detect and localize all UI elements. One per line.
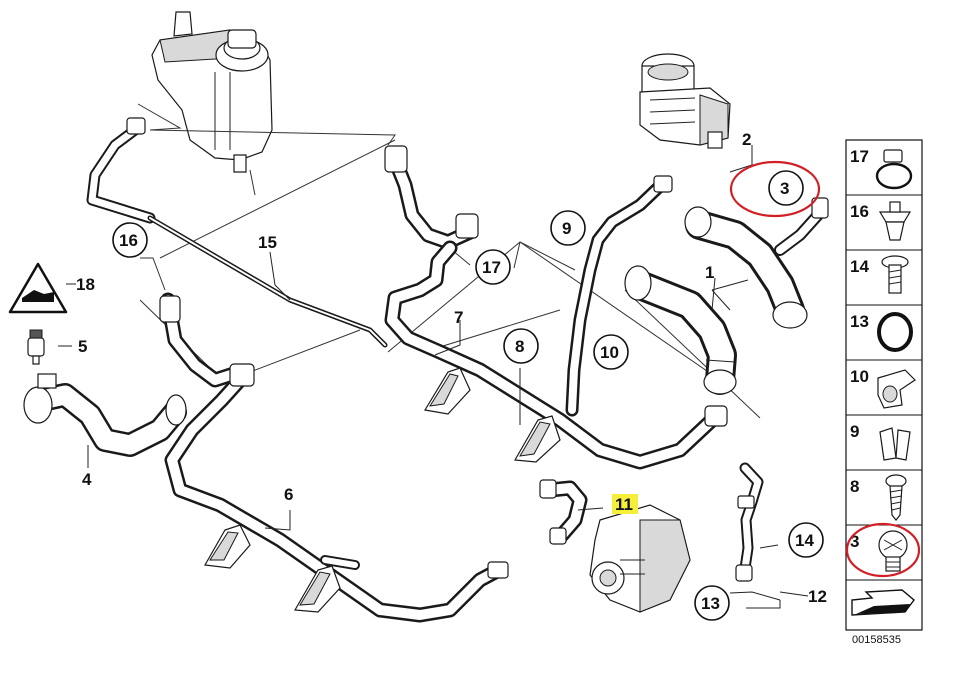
label-leaders <box>58 145 809 609</box>
svg-text:9: 9 <box>850 422 859 441</box>
svg-text:9: 9 <box>562 219 571 238</box>
svg-text:10: 10 <box>850 367 869 386</box>
red-marker-ring-legend <box>845 522 921 578</box>
svg-text:17: 17 <box>850 147 869 166</box>
label-15: 15 <box>258 233 277 252</box>
hose-7 <box>384 145 728 470</box>
label-14-circle: 14 <box>788 522 824 558</box>
legend-item-13: 13 <box>850 312 913 352</box>
warning-icon <box>8 262 68 314</box>
svg-text:13: 13 <box>850 312 869 331</box>
figure-number: 00158535 <box>852 634 901 646</box>
expanding-rivet-icon <box>878 211 912 223</box>
label-7: 7 <box>454 308 463 327</box>
label-4: 4 <box>82 470 92 489</box>
svg-text:4: 4 <box>82 470 92 489</box>
legend-arrow <box>851 589 915 616</box>
label-1: 1 <box>705 263 714 282</box>
svg-text:8: 8 <box>850 477 859 496</box>
legend-item-17: 17 <box>850 147 913 190</box>
label-2: 2 <box>742 130 751 149</box>
label-6: 6 <box>284 485 293 504</box>
screw-icon <box>885 474 907 488</box>
label-3-circle: 3 <box>729 160 821 218</box>
svg-text:11: 11 <box>615 495 633 514</box>
svg-text:2: 2 <box>742 130 751 149</box>
hose-14 <box>735 462 764 582</box>
expansion-tank <box>151 11 273 173</box>
svg-text:13: 13 <box>701 594 720 613</box>
legend-item-9: 9 <box>850 422 911 461</box>
hose-16 <box>86 117 388 348</box>
pump-11 <box>539 479 691 613</box>
svg-text:14: 14 <box>850 257 869 276</box>
svg-text:16: 16 <box>119 231 138 250</box>
hose-9 <box>565 175 673 417</box>
svg-text:15: 15 <box>258 233 277 252</box>
label-16-circle: 16 <box>112 222 148 258</box>
legend-item-16: 16 <box>850 201 912 241</box>
svg-text:1: 1 <box>705 263 714 282</box>
label-17-circle: 17 <box>475 249 511 285</box>
svg-text:6: 6 <box>284 485 293 504</box>
label-10-circle: 10 <box>593 334 629 370</box>
seal-ring-icon <box>877 312 913 352</box>
legend-item-14: 14 <box>850 255 909 294</box>
hose-6 <box>159 292 509 623</box>
svg-text:3: 3 <box>850 532 859 551</box>
svg-text:16: 16 <box>850 202 869 221</box>
svg-text:17: 17 <box>482 258 501 277</box>
label-12: 12 <box>808 587 827 606</box>
svg-text:18: 18 <box>76 275 95 294</box>
label-5: 5 <box>78 337 87 356</box>
svg-text:10: 10 <box>600 343 619 362</box>
svg-text:3: 3 <box>780 179 789 198</box>
legend-item-3: 3 <box>845 522 921 578</box>
svg-text:8: 8 <box>515 337 524 356</box>
red-marker-ring <box>729 160 821 218</box>
label-13-circle: 13 <box>694 585 730 621</box>
hose-1 <box>624 265 737 395</box>
hose-4 <box>23 373 187 457</box>
legend-item-10: 10 <box>850 367 916 409</box>
svg-text:14: 14 <box>795 531 814 550</box>
svg-text:5: 5 <box>78 337 87 356</box>
legend-column: 17 16 14 13 10 <box>845 139 923 631</box>
svg-text:12: 12 <box>808 587 827 606</box>
legend-item-8: 8 <box>850 474 907 521</box>
svg-text:7: 7 <box>454 308 463 327</box>
label-9-circle: 9 <box>550 210 586 246</box>
label-8-circle: 8 <box>503 328 539 364</box>
sensor-5 <box>27 329 45 365</box>
hose-clamp-icon <box>875 162 913 190</box>
label-11-highlight: 11 <box>612 494 638 514</box>
hose-3 <box>684 197 829 329</box>
label-18: 18 <box>66 275 95 294</box>
thermostat-housing <box>639 53 731 149</box>
